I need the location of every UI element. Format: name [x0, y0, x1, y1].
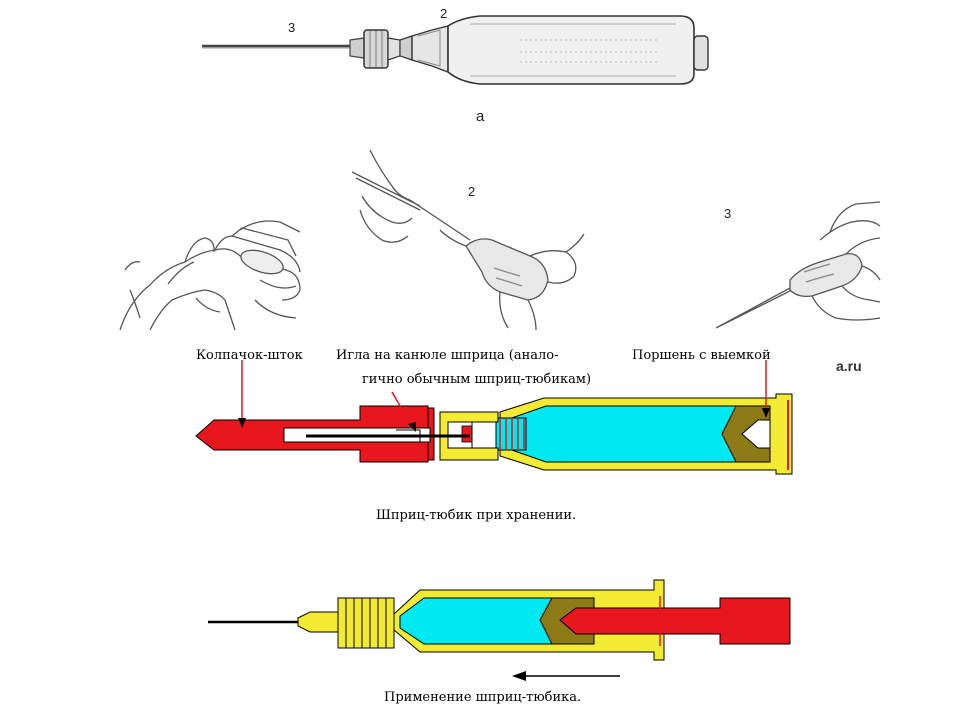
label-needle-line2: гично обычным шприц-тюбикам) — [362, 372, 592, 387]
watermark: a.ru — [836, 358, 862, 374]
usage-diagram — [208, 579, 791, 681]
label-hub-2: 2 — [440, 6, 448, 21]
syringe-tube-sketch — [202, 15, 709, 85]
hands-sketch-left — [119, 220, 301, 331]
label-needle-3: 3 — [288, 20, 296, 35]
figure-caption-a: а — [476, 108, 485, 125]
hands-sketch-right — [715, 201, 881, 329]
storage-diagram — [195, 360, 793, 475]
label-cap-rod: Колпачок-шток — [196, 348, 303, 363]
label-step-3: 3 — [724, 206, 732, 221]
label-step-2: 2 — [468, 184, 476, 199]
label-needle-line1: Игла на канюле шприца (анало- — [336, 348, 559, 363]
hands-sketch-center — [351, 149, 585, 331]
caption-usage: Применение шприц-тюбика. — [384, 690, 582, 705]
caption-storage: Шприц-тюбик при хранении. — [376, 508, 577, 523]
label-piston: Поршень с выемкой — [632, 348, 771, 363]
